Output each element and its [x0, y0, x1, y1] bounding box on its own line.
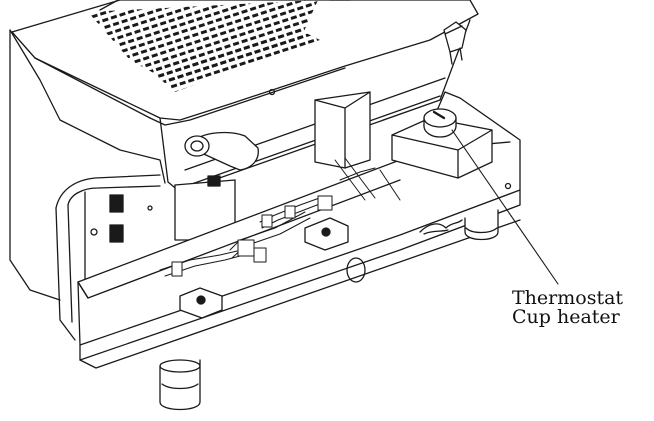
callout-label-cup-heater: Cup heater — [512, 306, 620, 328]
left-side-panel — [9, 29, 166, 341]
solenoid-valves — [179, 217, 349, 319]
steam-valve — [443, 21, 467, 65]
brand-script-logo-icon — [419, 219, 463, 235]
cup-tray-vent-grid — [88, 0, 351, 92]
center-block — [314, 91, 371, 169]
machine-feet — [159, 209, 499, 411]
cup-heater-thermostat — [391, 108, 493, 179]
callout-leader-line — [451, 129, 559, 285]
callout-label-thermostat: Thermostat — [512, 287, 624, 309]
internal-plumbing — [159, 157, 401, 277]
portafilter-handle — [184, 131, 259, 171]
power-switches — [90, 194, 153, 243]
